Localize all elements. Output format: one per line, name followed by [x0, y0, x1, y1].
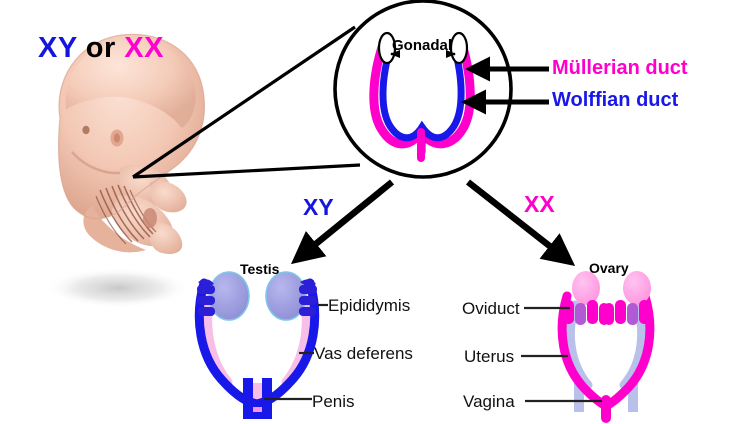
oviduct-left	[563, 300, 609, 325]
magnification-cone	[132, 25, 361, 179]
male-label-vas-deferens: Vas deferens	[314, 344, 413, 363]
male-penis-shape	[243, 378, 253, 416]
gonadal-label: Gonadal	[392, 37, 453, 54]
title-conjunction: or	[85, 32, 116, 64]
epididymis-left	[197, 279, 215, 316]
legend-dashes	[523, 66, 549, 105]
branch-label-xx: XX	[524, 191, 555, 217]
testis-left	[208, 271, 250, 321]
ovary-left	[572, 271, 600, 305]
ovary-right	[623, 271, 651, 305]
branch-arrows	[290, 179, 576, 267]
female-tract-diagram	[521, 271, 655, 423]
oviduct-right	[604, 300, 650, 325]
male-label-penis: Penis	[312, 392, 355, 411]
branch-arrow-female	[465, 179, 576, 267]
female-label-vagina: Vagina	[463, 392, 515, 411]
legend-item-wolffian-duct: Wolffian duct	[552, 89, 679, 111]
embryo-shadow	[46, 268, 190, 308]
title-karyotype-xx: XX	[124, 32, 164, 64]
female-gonad-title: Ovary	[589, 260, 629, 276]
male-gonad-title: Testis	[240, 261, 280, 277]
embryo-eye	[82, 125, 90, 135]
branch-label-xy: XY	[303, 194, 334, 220]
page-title: XY or XX	[38, 34, 164, 63]
branch-arrow-male	[290, 179, 395, 265]
female-label-oviduct: Oviduct	[462, 299, 520, 318]
title-karyotype-xy: XY	[38, 32, 78, 64]
female-label-uterus: Uterus	[464, 347, 515, 366]
gonad-right	[449, 31, 469, 65]
epididymis-right	[299, 279, 317, 316]
male-label-epididymis: Epididymis	[328, 296, 411, 315]
legend-item-mullerian-duct: Müllerian duct	[552, 57, 688, 79]
male-tract-diagram	[194, 271, 328, 419]
